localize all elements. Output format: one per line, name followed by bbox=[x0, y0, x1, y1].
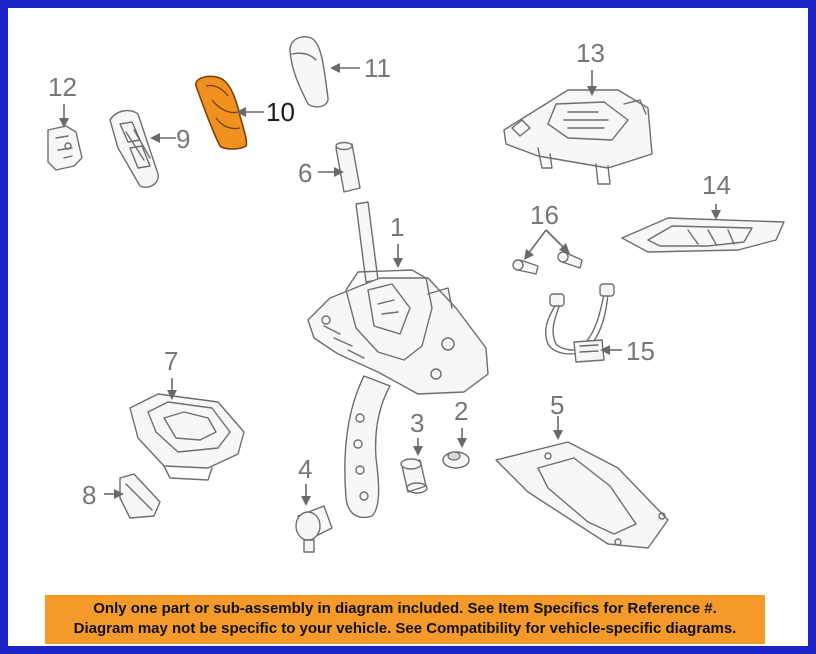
part-5-boot-plate bbox=[495, 441, 669, 549]
callout-8: 8 bbox=[82, 480, 96, 510]
callout-6: 6 bbox=[298, 158, 312, 188]
notice-banner: Only one part or sub-assembly in diagram… bbox=[45, 595, 765, 644]
callout-7: 7 bbox=[164, 346, 178, 376]
part-8-trim-piece bbox=[119, 473, 161, 519]
callout-5: 5 bbox=[550, 390, 564, 420]
callout-15: 15 bbox=[626, 336, 655, 366]
callout-3: 3 bbox=[410, 408, 424, 438]
callout-12: 12 bbox=[48, 72, 77, 102]
callout-16: 16 bbox=[530, 200, 559, 230]
part-4-pivot-bushing bbox=[295, 505, 333, 553]
part-15-wiring-harness bbox=[544, 283, 615, 363]
callout-11: 11 bbox=[364, 53, 391, 83]
part-1-lever-arm bbox=[344, 375, 391, 519]
part-9-button-housing bbox=[109, 109, 159, 188]
part-6-shift-rod bbox=[335, 141, 361, 193]
part-10-knob-cover bbox=[195, 75, 248, 150]
callout-4: 4 bbox=[298, 454, 312, 484]
part-11-shift-knob bbox=[289, 36, 329, 108]
callout-2: 2 bbox=[454, 396, 468, 426]
part-16-bulbs bbox=[512, 251, 583, 275]
callout-13: 13 bbox=[576, 38, 605, 68]
leader-arrows bbox=[59, 63, 721, 506]
callout-labels: 11 10 9 12 13 6 14 16 1 15 7 2 3 5 4 8 bbox=[48, 38, 731, 510]
callout-1: 1 bbox=[390, 212, 404, 242]
part-1-shifter-assembly bbox=[307, 201, 489, 395]
part-7-cup-holder bbox=[129, 393, 245, 481]
part-3-bushing bbox=[400, 458, 428, 494]
notice-line-1: Only one part or sub-assembly in diagram… bbox=[93, 600, 717, 617]
callout-14: 14 bbox=[702, 170, 731, 200]
parts-diagram: 11 10 9 12 13 6 14 16 1 15 7 2 3 5 4 8 bbox=[47, 36, 785, 553]
part-13-indicator-bezel bbox=[503, 89, 653, 185]
callout-10: 10 bbox=[266, 97, 295, 127]
part-14-trim-plate bbox=[621, 217, 785, 253]
part-2-bushing bbox=[442, 451, 470, 469]
callout-9: 9 bbox=[176, 124, 190, 154]
notice-line-2: Diagram may not be specific to your vehi… bbox=[73, 620, 737, 637]
diagram-frame: 11 10 9 12 13 6 14 16 1 15 7 2 3 5 4 8 O… bbox=[8, 8, 808, 646]
part-12-button bbox=[47, 125, 83, 171]
